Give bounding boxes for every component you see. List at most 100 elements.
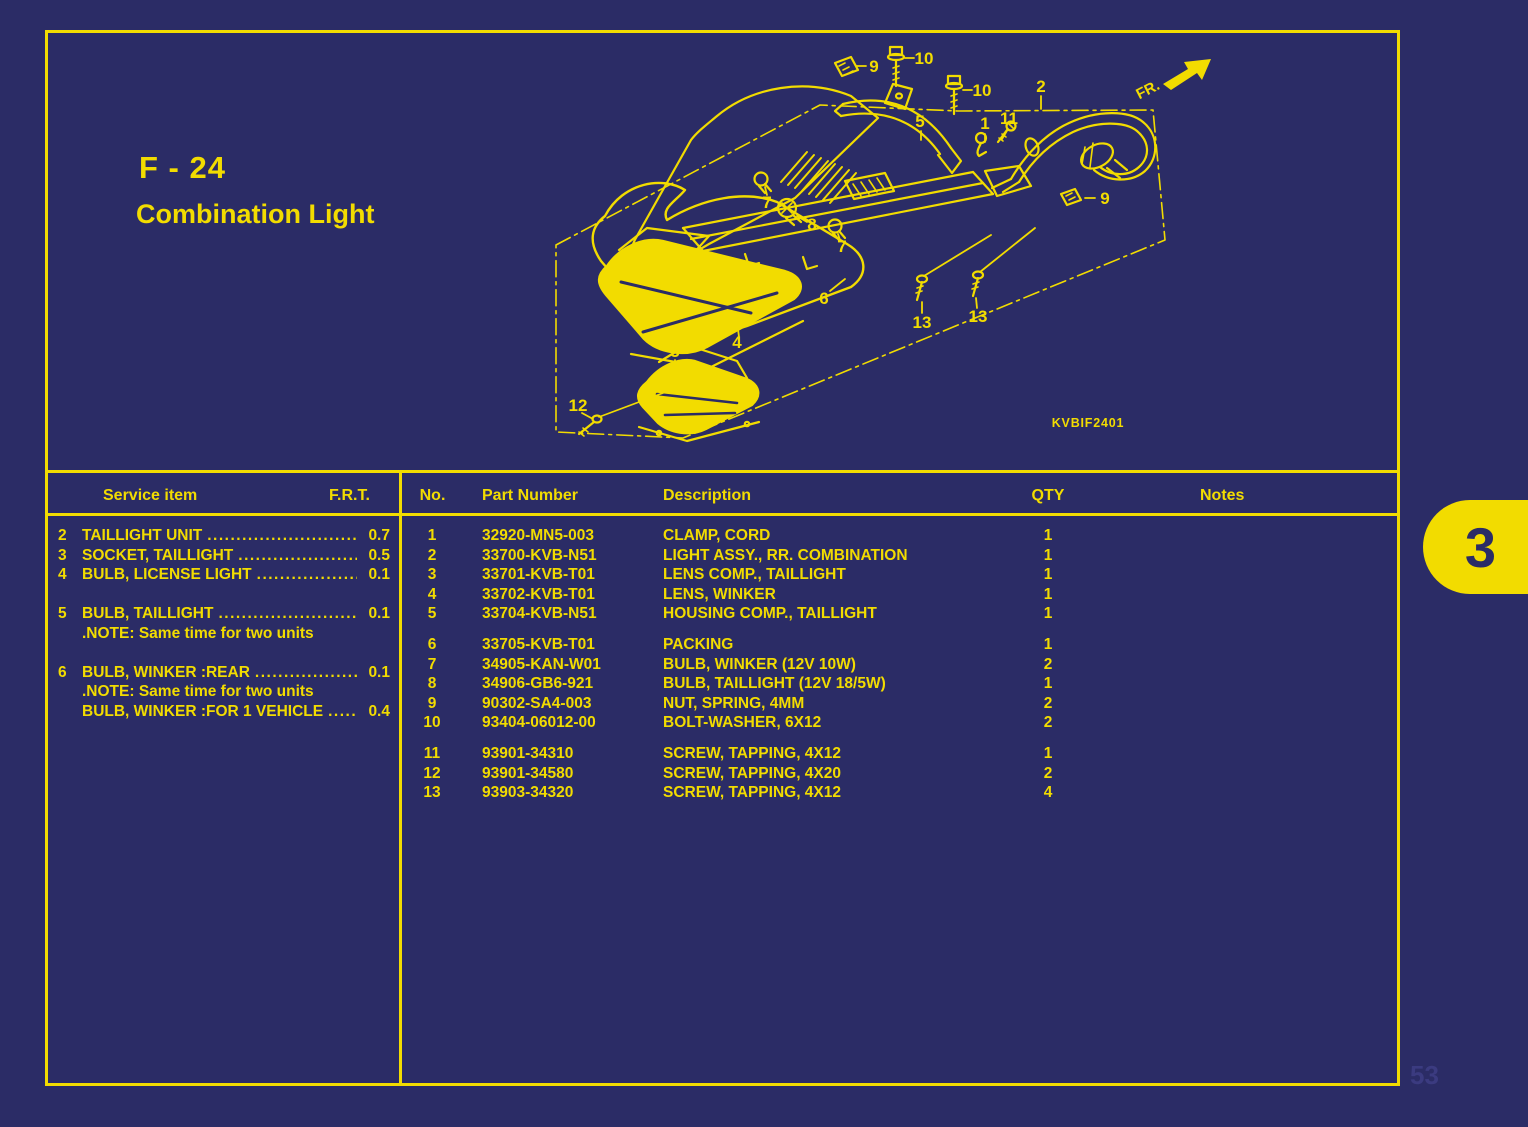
part-number: 93903-34320 (482, 784, 574, 802)
page-number-tab[interactable]: 3 (1423, 500, 1528, 594)
service-row: 2 TAILLIGHT UNIT 0.7 (48, 526, 390, 546)
part-number: 33704-KVB-N51 (482, 605, 597, 623)
part-notes (1073, 713, 1397, 733)
cord-clamp (974, 131, 988, 158)
part-description: CLAMP, CORD (663, 527, 771, 544)
callout-11: 11 (1000, 109, 1018, 128)
bulb-winker-1 (753, 171, 773, 195)
part-notes (1073, 604, 1397, 624)
tables-frame (45, 470, 1400, 1086)
part-no: 4 (427, 585, 437, 603)
callout-5: 5 (915, 112, 924, 131)
part-description: PACKING (663, 635, 734, 653)
service-note: .NOTE: Same time for two units (82, 624, 314, 642)
service-no: 2 (58, 527, 67, 544)
table-row: 2 33700-KVB-N51 LIGHT ASSY., RR. COMBINATI… (402, 546, 1397, 566)
service-row: 6 BULB, WINKER :REAR 0.1 (48, 663, 390, 683)
part-notes (1073, 764, 1397, 784)
part-qty: 1 (1043, 546, 1053, 564)
service-item-header: Service item (103, 487, 198, 504)
part-description: SCREW, TAPPING, 4X12 (663, 784, 842, 802)
service-item: BULB, WINKER :REAR (82, 663, 250, 681)
service-row: BULB, WINKER :FOR 1 VEHICLE0.4 (48, 702, 390, 722)
part-no: 9 (427, 694, 437, 712)
qty-header: QTY (1031, 487, 1065, 504)
part-number: 34905-KAN-W01 (482, 655, 601, 673)
part-no: 2 (427, 546, 437, 564)
part-qty: 2 (1043, 764, 1053, 782)
part-number: 93404-06012-00 (482, 714, 596, 732)
part-number: 33702-KVB-T01 (482, 585, 595, 603)
part-qty: 1 (1043, 566, 1053, 584)
dot-leader (328, 702, 357, 722)
callout-9a: 9 (869, 57, 878, 76)
service-item: TAILLIGHT UNIT (82, 527, 203, 544)
part-number: 33701-KVB-T01 (482, 566, 595, 584)
dot-leader (207, 526, 357, 546)
dot-leader (255, 663, 357, 683)
callout-12: 12 (569, 396, 588, 415)
service-no: 5 (58, 605, 67, 622)
service-note: .NOTE: Same time for two units (82, 683, 314, 700)
service-frt: 0.7 (368, 527, 390, 544)
service-item: SOCKET, TAILLIGHT (82, 546, 234, 564)
part-notes (1073, 546, 1397, 566)
service-frt: 0.1 (368, 663, 390, 681)
wire-harness (990, 112, 1157, 194)
service-frt: 0.1 (368, 605, 390, 622)
callout-10a: 10 (915, 49, 934, 68)
service-no: 6 (58, 663, 67, 681)
callout-10b: 10 (973, 81, 992, 100)
part-number-header: Part Number (482, 487, 579, 504)
part-description: LENS COMP., TAILLIGHT (663, 566, 846, 584)
part-notes (1073, 694, 1397, 714)
part-qty: 1 (1043, 635, 1053, 653)
part-description: BULB, TAILLIGHT (12V 18/5W) (663, 675, 886, 693)
diagram-ref-code: KVBIF2401 (1052, 416, 1125, 430)
dot-leader (218, 604, 357, 624)
parts-header-underline (402, 513, 1397, 516)
part-qty: 1 (1043, 744, 1053, 762)
callout-9b: 9 (1100, 189, 1109, 208)
part-notes (1073, 674, 1397, 694)
part-number: 33700-KVB-N51 (482, 546, 597, 564)
service-item: BULB, TAILLIGHT (82, 605, 214, 622)
fr-label: FR. (1133, 77, 1162, 103)
bulb-winker-2 (827, 218, 847, 242)
service-no: 4 (58, 566, 67, 583)
part-number: 33705-KVB-T01 (482, 635, 595, 653)
dot-leader (238, 546, 357, 566)
part-notes (1073, 635, 1397, 655)
phantom-boundary (555, 104, 1166, 439)
part-description: HOUSING COMP., TAILLIGHT (663, 605, 877, 623)
lens-taillight (637, 343, 761, 443)
frt-header: F.R.T. (329, 487, 370, 504)
lens-winker (597, 226, 805, 370)
part-description: LIGHT ASSY., RR. COMBINATION (663, 546, 908, 564)
callout-3: 3 (670, 342, 679, 361)
screw-12 (577, 386, 680, 437)
part-qty: 1 (1043, 585, 1053, 603)
part-notes (1073, 565, 1397, 585)
service-item: BULB, LICENSE LIGHT (82, 566, 252, 583)
housing-taillight (833, 82, 963, 175)
spring-nut-right (1059, 187, 1083, 207)
callout-4: 4 (732, 333, 742, 352)
part-no: 1 (427, 527, 437, 544)
exploded-diagram: 9 10 10 2 5 1 11 9 7 8 7 6 13 13 4 3 12 … (555, 45, 1211, 443)
light-assy (681, 164, 1033, 271)
screw-13b (971, 270, 985, 298)
